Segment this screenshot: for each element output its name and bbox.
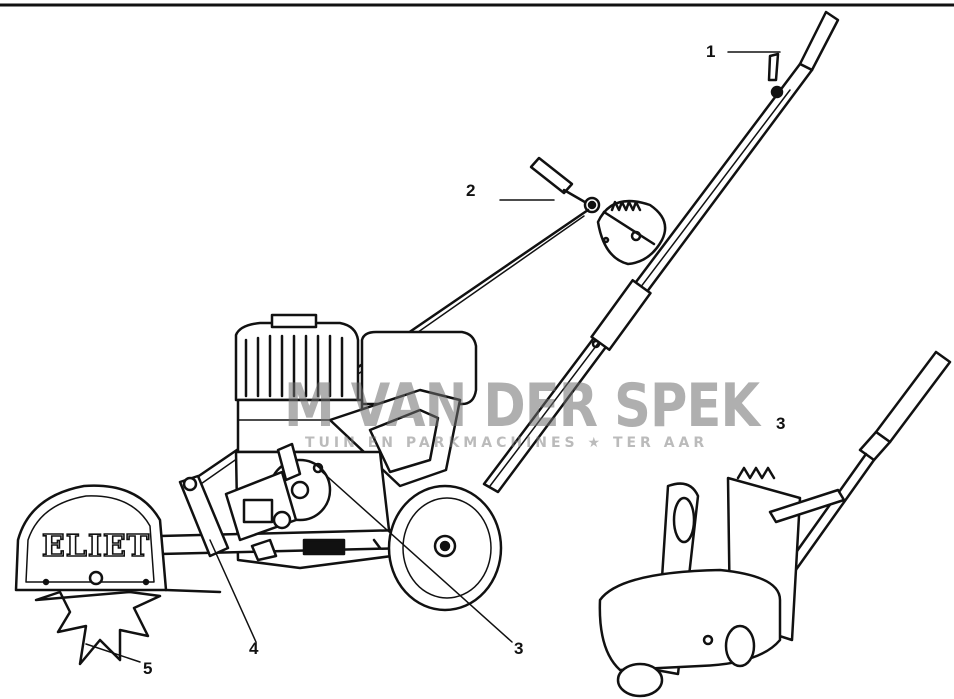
callout-2: 2 <box>466 181 476 200</box>
brand-logo: ELIET <box>42 529 150 564</box>
star-blade <box>34 590 162 666</box>
callout-3-detail: 3 <box>776 414 786 433</box>
leader-lines <box>85 51 781 663</box>
machine-drawing <box>14 10 952 698</box>
callout-5: 5 <box>143 659 153 678</box>
callout-1: 1 <box>706 42 716 61</box>
watermark-main: M VAN DER SPEK <box>284 371 760 441</box>
blade-lever <box>178 442 302 562</box>
rear-wheel <box>387 484 503 612</box>
callout-4: 4 <box>249 639 259 658</box>
detail-lever-inset <box>598 350 952 698</box>
depth-adjust-lever <box>529 156 667 266</box>
callout-3-main: 3 <box>514 639 524 658</box>
handle-tube <box>482 10 840 494</box>
watermark-sub: TUIN EN PARKMACHINES ★ TER AAR <box>305 435 709 451</box>
engine <box>234 313 478 488</box>
blade-guard <box>14 484 222 594</box>
